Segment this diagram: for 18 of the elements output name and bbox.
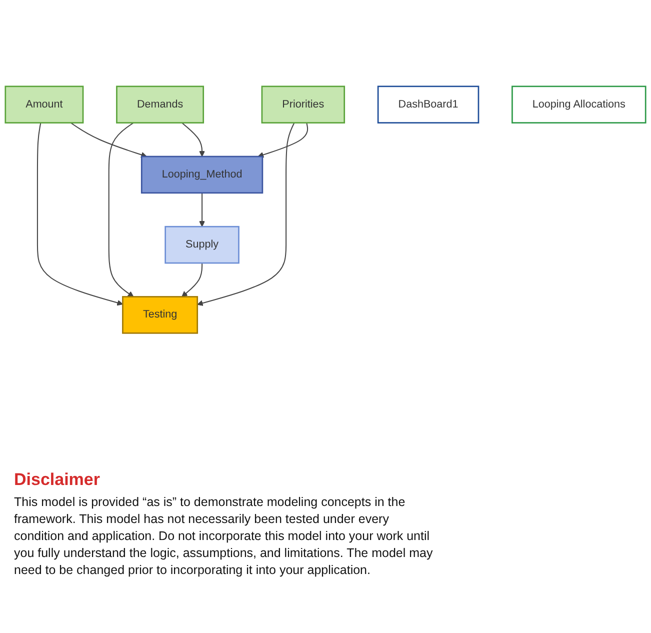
- arrow: [182, 263, 203, 298]
- disclaimer-heading: Disclaimer: [14, 470, 101, 490]
- node-box: Looping Allocations: [512, 86, 646, 124]
- arrow: [199, 193, 205, 228]
- arrow: [182, 122, 205, 157]
- arrow: [258, 122, 308, 158]
- node-box: Amount: [4, 86, 84, 124]
- node-box: Testing: [122, 296, 198, 334]
- arrow: [197, 122, 295, 306]
- disclaimer-text: This model is provided “as is” to demonstrate modeling concepts in the framework. This model has not necessarily been tested under every condition and application. Do not incorporate this model into your work until you fully understand the logic, assumptions, and limitations. The model may need to be changed prior to incorporating it into your application.: [14, 494, 434, 578]
- node-box: Demands: [116, 86, 204, 124]
- node-box: Supply: [164, 226, 240, 264]
- node-box: Looping_Method: [140, 156, 264, 194]
- node-box: DashBoard1: [377, 86, 480, 124]
- arrow: [70, 122, 147, 158]
- arrow: [36, 122, 123, 306]
- arrow: [108, 122, 134, 298]
- node-box: Priorities: [261, 86, 346, 124]
